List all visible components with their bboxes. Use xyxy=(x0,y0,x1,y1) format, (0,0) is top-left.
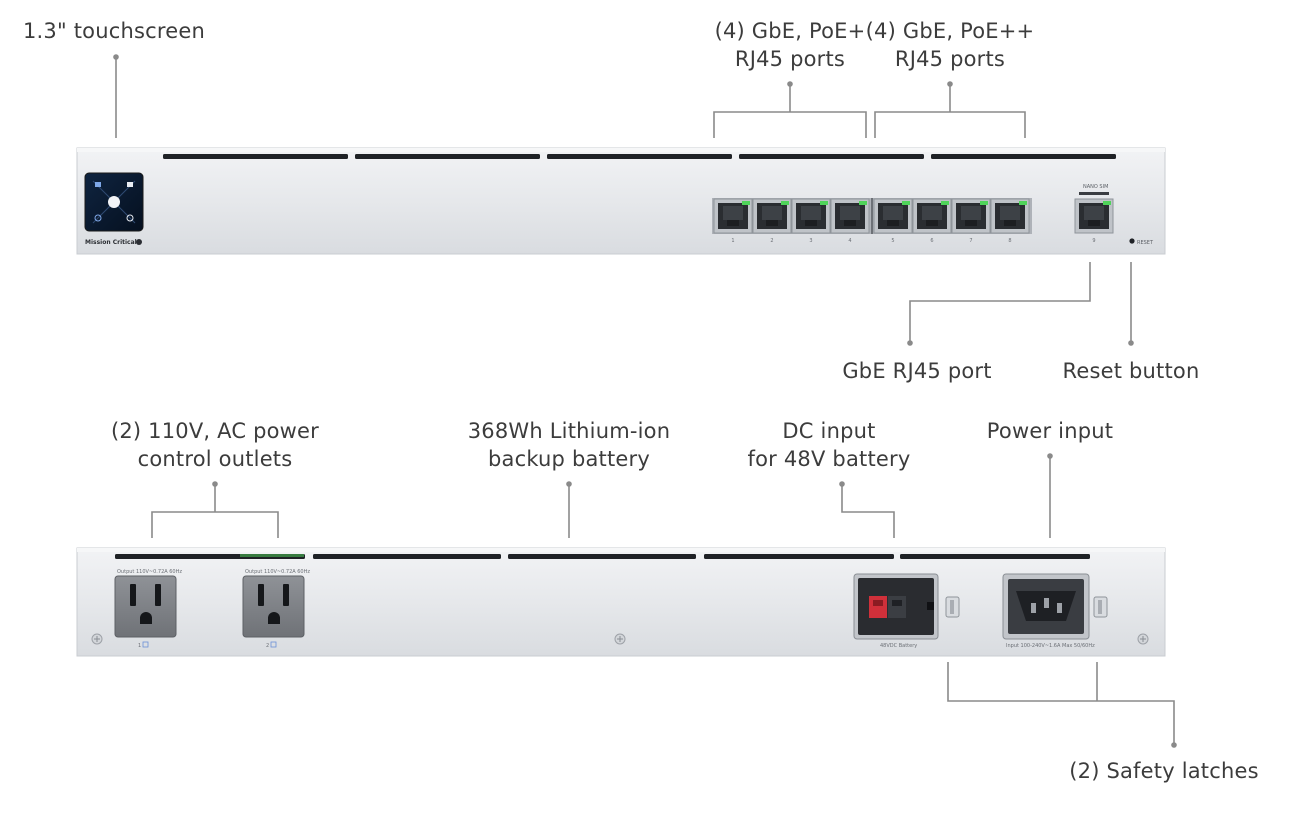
rj45-port[interactable] xyxy=(752,198,792,234)
ac-outlet-1[interactable] xyxy=(114,575,177,638)
reset-label: RESET xyxy=(1137,240,1154,246)
safety-latch-1[interactable] xyxy=(945,596,960,618)
screw-icon xyxy=(614,633,626,645)
port-label: 5 xyxy=(891,238,894,244)
outlet-2-led xyxy=(270,641,277,648)
leader-lines-front xyxy=(115,57,1132,343)
leader-lines-rear xyxy=(151,456,1175,745)
screw-icon xyxy=(91,633,103,645)
screen-icon-bottomright xyxy=(126,214,134,222)
gbe-rj45-port[interactable] xyxy=(1074,198,1114,234)
gbe-port-callout: GbE RJ45 port xyxy=(842,359,992,383)
port-label: 8 xyxy=(1008,238,1011,244)
port-label: 2 xyxy=(770,238,773,244)
screw-icon xyxy=(1137,633,1149,645)
power-input-callout: Power input xyxy=(986,419,1114,443)
outlet-1-led xyxy=(142,641,149,648)
rj45-port[interactable] xyxy=(791,198,831,234)
rear-panel: Output 110V~0.72A 60Hz 1 Output 110V~0.7… xyxy=(76,547,1166,657)
outlet-1-rating: Output 110V~0.72A 60Hz xyxy=(117,569,182,575)
safety-latches-callout: (2) Safety latches xyxy=(1069,759,1259,783)
power-input-connector[interactable] xyxy=(1002,573,1090,640)
touchscreen[interactable] xyxy=(84,172,144,232)
port-label: 1 xyxy=(731,238,734,244)
uplink-port-label: 9 xyxy=(1092,238,1095,244)
poe-plus-ports-callout: (4) GbE, PoE+RJ45 ports xyxy=(714,19,866,71)
outlet-2-number: 2 xyxy=(266,643,269,649)
outlet-2-rating: Output 110V~0.72A 60Hz xyxy=(245,569,310,575)
reset-button-callout: Reset button xyxy=(1062,359,1200,383)
power-input-rating: Input 100-240V~1.6A Max 50/60Hz xyxy=(1006,643,1095,649)
rj45-port[interactable] xyxy=(990,198,1030,234)
nano-sim-slot[interactable] xyxy=(1079,192,1109,195)
nano-sim-label: NANO SIM xyxy=(1083,184,1108,190)
rj45-port[interactable] xyxy=(912,198,952,234)
brand-label: Mission Critical xyxy=(85,239,137,246)
front-panel: Mission Critical 1 2 3 4 5 6 7 8 NANO SI… xyxy=(76,147,1166,255)
touchscreen-callout: 1.3" touchscreen xyxy=(23,19,205,43)
port-label: 7 xyxy=(969,238,972,244)
rj45-port[interactable] xyxy=(951,198,991,234)
dc-input-connector[interactable] xyxy=(853,573,939,640)
poe-plusplus-ports-callout: (4) GbE, PoE++RJ45 ports xyxy=(865,19,1035,71)
screen-icon-bottomleft xyxy=(94,214,102,222)
reset-button[interactable] xyxy=(1129,238,1135,244)
dc-input-rating: 48VDC Battery xyxy=(880,643,917,649)
rj45-port[interactable] xyxy=(830,198,870,234)
screen-icon-topleft xyxy=(95,182,101,187)
port-label: 4 xyxy=(848,238,851,244)
screen-icon-topright xyxy=(127,182,133,187)
outlet-1-number: 1 xyxy=(138,643,141,649)
rj45-port[interactable] xyxy=(873,198,913,234)
safety-latch-2[interactable] xyxy=(1093,596,1108,618)
brand-logo-icon xyxy=(136,239,142,245)
rj45-port[interactable] xyxy=(713,198,753,234)
port-label: 3 xyxy=(809,238,812,244)
ac-outlet-2[interactable] xyxy=(242,575,305,638)
port-label: 6 xyxy=(930,238,933,244)
